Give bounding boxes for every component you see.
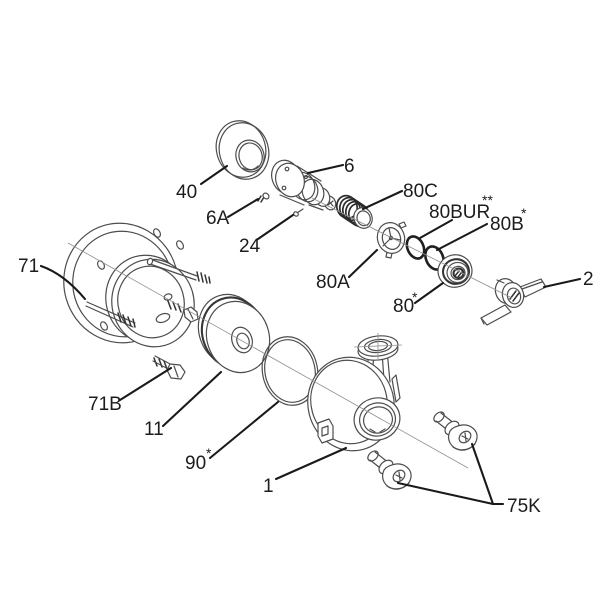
leader-80a xyxy=(347,248,379,279)
part-80a-slinger xyxy=(376,221,407,259)
part-6a-screw xyxy=(257,192,270,203)
label-2: 2 xyxy=(583,269,594,290)
leader-80 xyxy=(413,281,445,305)
leader-24 xyxy=(256,213,295,241)
label-75k: 75K xyxy=(507,496,541,517)
leader-75k-lower xyxy=(396,481,495,506)
label-80bur: 80BUR xyxy=(429,202,490,223)
leader-6a xyxy=(226,197,260,219)
label-24: 24 xyxy=(239,236,261,257)
leader-71b xyxy=(118,366,173,402)
label-90: 90 xyxy=(185,453,206,474)
leader-1 xyxy=(274,446,348,481)
part-2-lever xyxy=(480,278,547,326)
leader-2 xyxy=(542,277,582,289)
main-centerline xyxy=(67,242,469,469)
label-11: 11 xyxy=(144,419,164,440)
label-80: 80 xyxy=(393,296,414,317)
label-6a: 6A xyxy=(206,208,230,229)
centerlines xyxy=(67,197,513,469)
part-75k-knob-2 xyxy=(365,448,412,490)
label-80b: 80B xyxy=(490,214,524,235)
part-71-flange xyxy=(63,222,195,348)
label-80-asterisk: * xyxy=(412,289,418,305)
label-80c: 80C xyxy=(403,181,438,202)
part-11-disc xyxy=(197,293,271,374)
leader-11 xyxy=(161,370,223,428)
part-24-pin xyxy=(293,208,304,217)
label-1: 1 xyxy=(263,476,274,497)
leader-71 xyxy=(39,264,87,301)
part-75k-knob xyxy=(433,411,478,451)
part-80-bearing xyxy=(437,254,473,288)
label-80b-asterisk: * xyxy=(521,205,527,221)
leader-80b xyxy=(435,222,489,252)
leader-40 xyxy=(199,164,229,186)
leader-75k-upper xyxy=(470,442,505,506)
leader-6 xyxy=(306,163,345,175)
part-6-cartridge xyxy=(271,159,337,211)
label-80bur-asterisks: ** xyxy=(482,192,493,208)
leader-80c xyxy=(361,189,404,211)
callout-labels: 40 6 6A 24 80C 80BUR ** 80B * 80A 80 * 2… xyxy=(18,156,594,517)
label-6: 6 xyxy=(344,156,355,177)
label-71b: 71B xyxy=(88,394,122,415)
label-90-asterisk: * xyxy=(206,445,212,461)
part-80c-bushing xyxy=(335,194,373,229)
label-40: 40 xyxy=(176,182,197,203)
leader-90 xyxy=(208,400,280,460)
leader-lines xyxy=(39,163,582,506)
seal-chain-centerline xyxy=(311,197,513,299)
part-71-studs xyxy=(85,257,211,328)
part-80bur-oring xyxy=(405,235,426,260)
label-71: 71 xyxy=(18,256,39,277)
part-90-gasket xyxy=(261,336,319,406)
part-1-casing xyxy=(307,333,403,452)
leader-80bur xyxy=(418,218,454,240)
part-40-ring xyxy=(215,120,270,180)
label-80a: 80A xyxy=(316,272,350,293)
